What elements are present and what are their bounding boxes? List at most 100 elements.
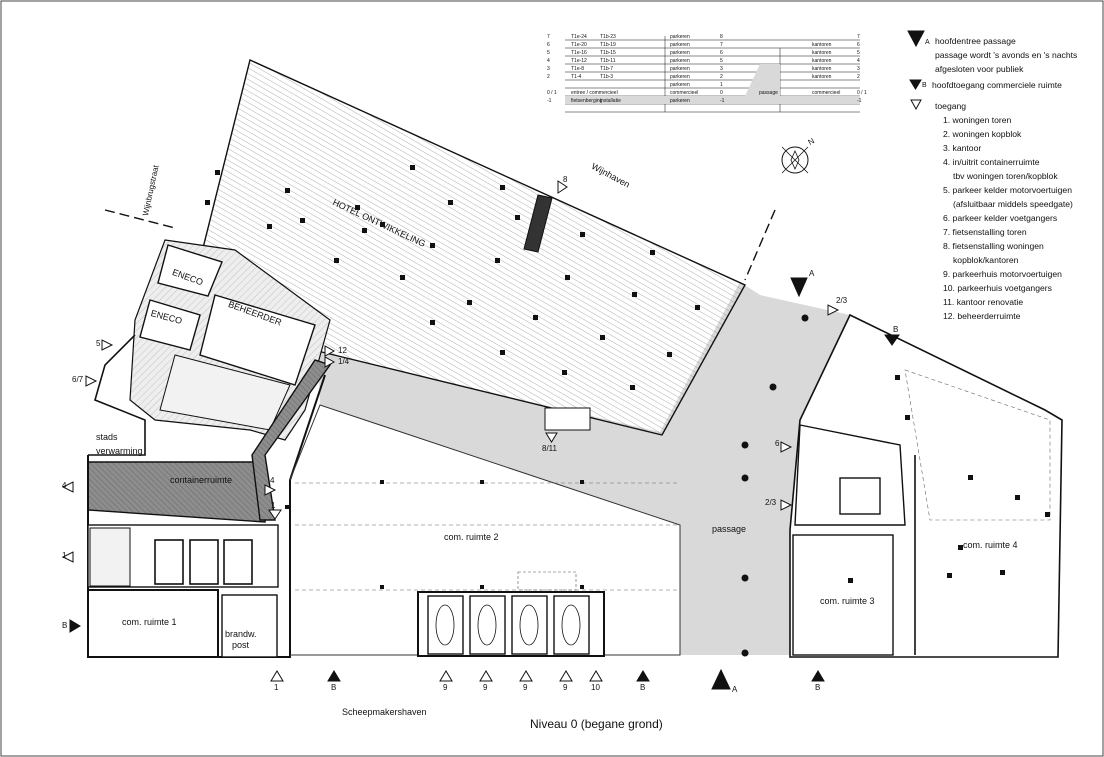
com2-label: com. ruimte 2 bbox=[444, 532, 499, 542]
street-scheepmakershaven: Scheepmakershaven bbox=[342, 707, 427, 717]
stads-label: stads bbox=[96, 432, 118, 442]
com1-room bbox=[87, 589, 219, 658]
level-table-cell: T1e-24 bbox=[571, 34, 587, 40]
marker-1-mid: 1 bbox=[271, 501, 276, 510]
car-1 bbox=[435, 604, 455, 646]
level-table-cell: T1-4 bbox=[571, 74, 582, 80]
legend-item: 1. woningen toren bbox=[943, 115, 1012, 125]
beheerder-room bbox=[199, 294, 316, 386]
marker-b-bottom2 bbox=[636, 670, 650, 682]
drawing-title: Niveau 0 (begane grond) bbox=[530, 717, 663, 731]
entrance-markers bbox=[69, 30, 925, 690]
marker-b-bottom1 bbox=[327, 670, 341, 682]
car-2 bbox=[477, 604, 497, 646]
brandw-post bbox=[221, 594, 278, 658]
marker-12: 12 bbox=[338, 346, 347, 355]
level-table-cell: 2 bbox=[720, 74, 723, 80]
bottom-marker-9d: 9 bbox=[563, 683, 568, 692]
marker-6: 6 bbox=[775, 439, 780, 448]
marker-2-3-top: 2/3 bbox=[836, 296, 848, 305]
level-table-cell: parkeren bbox=[670, 82, 690, 88]
com3-label: com. ruimte 3 bbox=[820, 596, 875, 606]
level-table-cell: parkeren bbox=[670, 42, 690, 48]
com4-label: com. ruimte 4 bbox=[963, 540, 1018, 550]
legend-a-letter: A bbox=[925, 39, 930, 46]
legend-item: 2. woningen kopblok bbox=[943, 129, 1022, 139]
car-lift-2 bbox=[469, 595, 506, 655]
access-markers bbox=[61, 99, 922, 682]
level-table-cell: -1 bbox=[857, 98, 862, 104]
legend-b-letter: B bbox=[922, 82, 927, 89]
level-table-cell: 7 bbox=[720, 42, 723, 48]
level-table-cell: parkeren bbox=[670, 34, 690, 40]
post-label: post bbox=[232, 640, 250, 650]
hotel-bike bbox=[544, 407, 591, 431]
legend-item: 7. fietsenstalling toren bbox=[943, 227, 1027, 237]
level-table-cell: -1 bbox=[547, 98, 552, 104]
container-room bbox=[87, 461, 266, 523]
level-table-cell: kantoren bbox=[812, 66, 832, 72]
bottom-marker-9c: 9 bbox=[523, 683, 528, 692]
level-table-cell: parkeren bbox=[670, 66, 690, 72]
passage-area bbox=[318, 282, 850, 655]
legend-marker-a bbox=[907, 30, 925, 48]
east-lift bbox=[839, 477, 881, 515]
legend-item: 8. fietsenstalling woningen bbox=[943, 241, 1044, 251]
eneco-room-2 bbox=[139, 299, 201, 351]
legend-item: 9. parkeerhuis motorvoertuigen bbox=[943, 269, 1062, 279]
bottom-marker-1: 1 bbox=[274, 683, 279, 692]
lift-1 bbox=[154, 539, 184, 585]
legend-b-title: hoofdtoegang commerciele ruimte bbox=[932, 80, 1062, 90]
com3-room bbox=[792, 534, 894, 656]
level-table-cell: 0 / 1 bbox=[547, 90, 557, 96]
lift-3 bbox=[223, 539, 253, 585]
north-arrow bbox=[781, 146, 809, 174]
marker-8: 8 bbox=[563, 175, 568, 184]
level-table-cell: 2 bbox=[547, 74, 550, 80]
legend-access-title: toegang bbox=[935, 101, 967, 111]
level-table-cell: T1e-8 bbox=[571, 66, 585, 72]
level-table-cell: T1b-23 bbox=[600, 34, 616, 40]
lift-2 bbox=[189, 539, 219, 585]
marker-4-left: 4 bbox=[62, 481, 67, 490]
level-table-cell: 7 bbox=[857, 34, 860, 40]
marker-b-right-label: B bbox=[893, 325, 899, 334]
hotel-block bbox=[194, 59, 746, 436]
level-table-cell: parkeren bbox=[670, 50, 690, 56]
level-table-cell: parkeren bbox=[670, 98, 690, 104]
bottom-marker-b2: B bbox=[640, 683, 646, 692]
car-lift-3 bbox=[511, 595, 548, 655]
stair-block bbox=[89, 527, 131, 587]
level-table-cell: 4 bbox=[857, 58, 860, 64]
legend-a-note1: passage wordt 's avonds en 's nachts bbox=[935, 50, 1078, 60]
level-table-cell: kantoren bbox=[812, 74, 832, 80]
shaft-strip bbox=[251, 359, 332, 521]
legend-item: (afsluitbaar middels speedgate) bbox=[953, 199, 1073, 209]
level-table-cell: 0 / 1 bbox=[857, 90, 867, 96]
level-table-cell: fietsenberging bbox=[571, 98, 603, 104]
level-table-cell: 5 bbox=[857, 50, 860, 56]
level-table-cell: entree / commercieel bbox=[571, 90, 618, 96]
bottom-marker-9b: 9 bbox=[483, 683, 488, 692]
level-table-cell: 3 bbox=[547, 66, 550, 72]
brandw-label: brandw. bbox=[225, 629, 257, 639]
marker-2-3-mid: 2/3 bbox=[765, 498, 777, 507]
car-4 bbox=[561, 604, 581, 646]
level-table-cell: T1e-16 bbox=[571, 50, 587, 56]
marker-a-bottom bbox=[711, 668, 731, 690]
axis-passage bbox=[744, 209, 776, 281]
level-table-cell: 7 bbox=[547, 34, 550, 40]
bottom-marker-9a: 9 bbox=[443, 683, 448, 692]
legend-item: tbv woningen toren/kopblok bbox=[953, 171, 1058, 181]
verwarming-label: verwarming bbox=[96, 446, 143, 456]
level-table-cell: kantoren bbox=[812, 58, 832, 64]
level-table-cell: T1b-15 bbox=[600, 50, 616, 56]
marker-1-left: 1 bbox=[62, 551, 67, 560]
legend-a-note2: afgesloten voor publiek bbox=[935, 64, 1024, 74]
east-block bbox=[789, 313, 1063, 658]
